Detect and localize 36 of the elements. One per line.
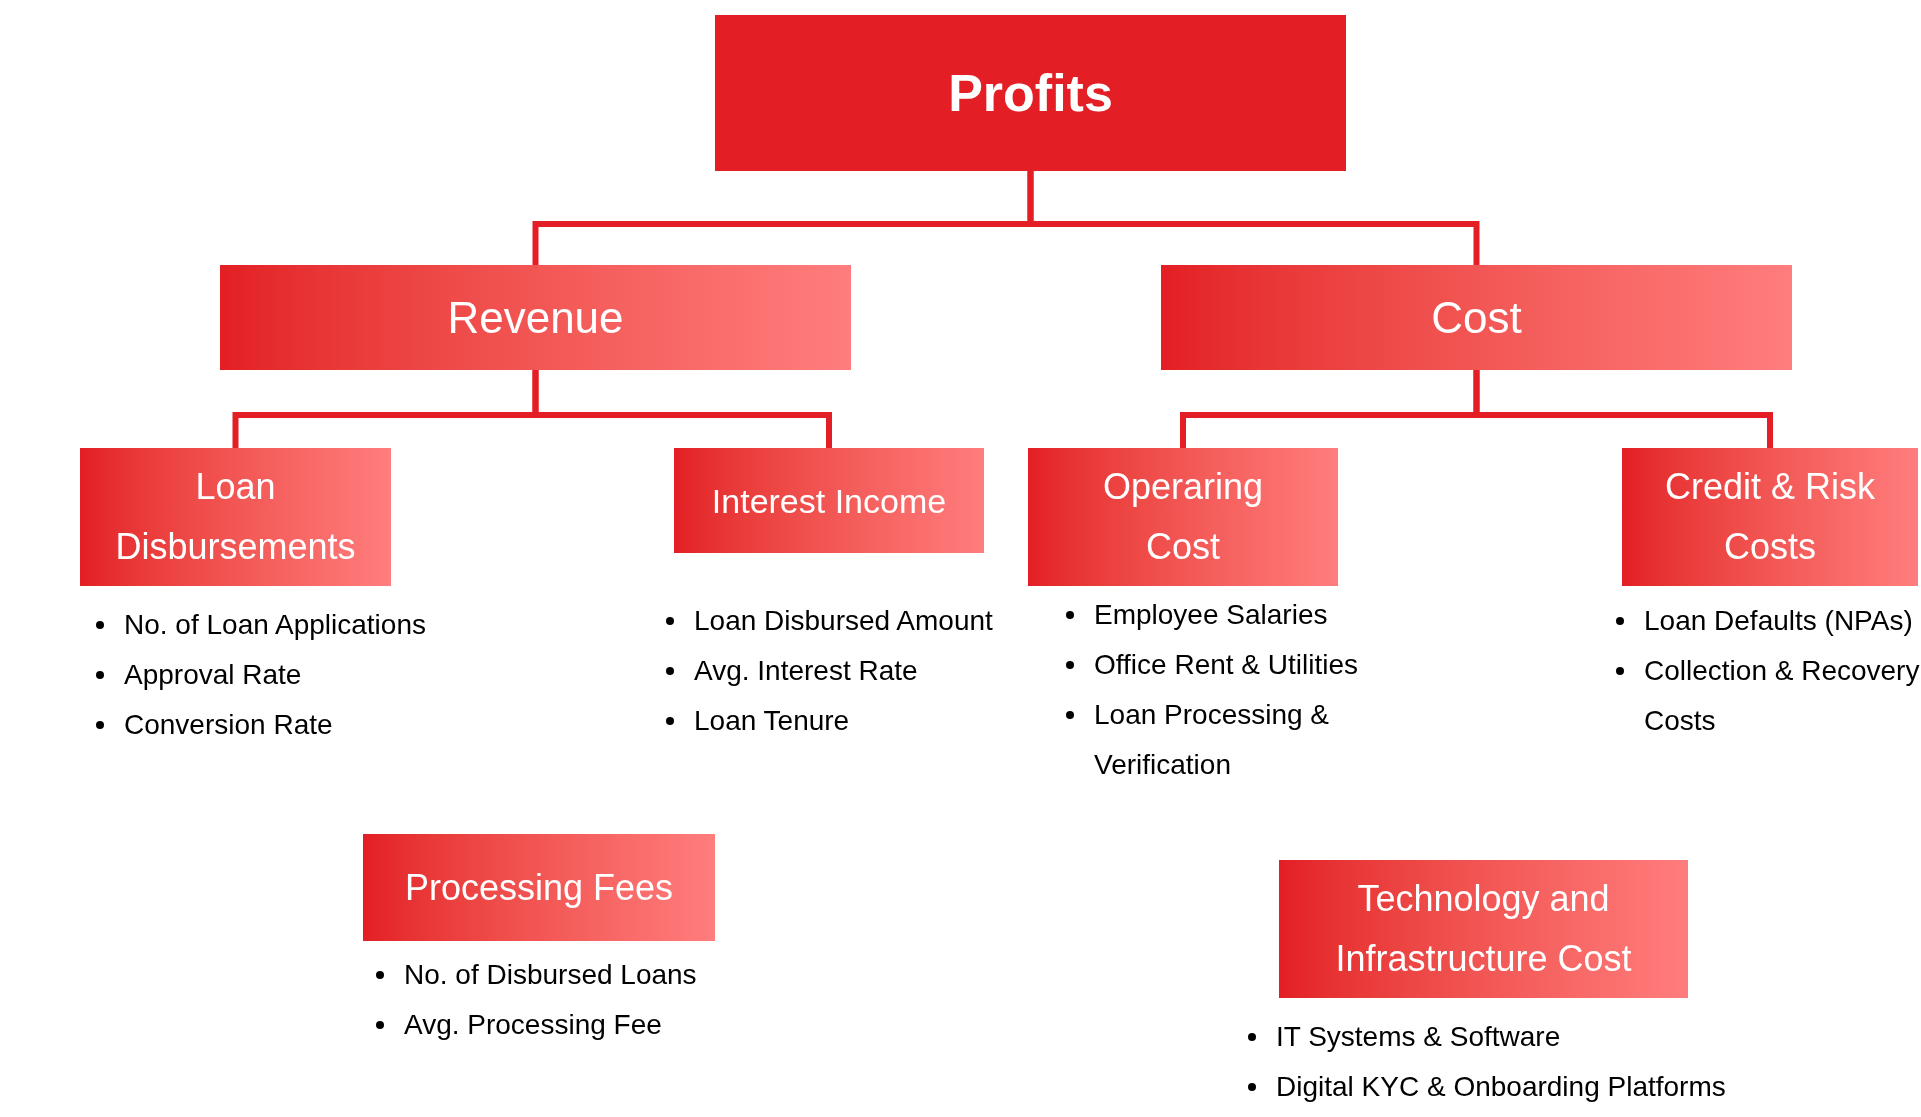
bullet-item: Collection & Recovery Costs: [1644, 654, 1920, 738]
box-title: Loan Disbursements: [114, 465, 357, 569]
category-box: [363, 834, 715, 941]
category-box: [220, 265, 851, 370]
box-title: Processing Fees: [404, 865, 674, 910]
box-title: Credit & Risk Costs: [1663, 465, 1876, 569]
box-title: Interest Income: [711, 480, 947, 522]
bullet-item: Loan Defaults (NPAs): [1644, 604, 1913, 638]
box-title: Technology and Infrastructure Cost: [1334, 877, 1633, 981]
category-box: [1622, 448, 1918, 586]
bullet-item: Loan Tenure: [694, 704, 850, 738]
bullet-item: Digital KYC & Onboarding Platforms: [1276, 1070, 1726, 1104]
box-title: Operaring Cost: [1101, 465, 1265, 569]
bullet-item: Employee Salaries: [1094, 598, 1328, 632]
box-title: Cost: [1431, 291, 1522, 344]
category-box: [1028, 448, 1338, 586]
box-title: Revenue: [447, 291, 624, 344]
bullet-item: Loan Processing & Verification: [1094, 698, 1331, 782]
category-box: [715, 15, 1346, 171]
bullet-item: No. of Loan Applications: [124, 608, 426, 642]
bullet-item: No. of Disbursed Loans: [404, 958, 697, 992]
connector-line: [1027, 171, 1480, 265]
connector-line: [1473, 370, 1773, 448]
bullet-item: IT Systems & Software: [1276, 1020, 1561, 1054]
bullet-item: Approval Rate: [124, 658, 302, 692]
connector-line: [532, 370, 832, 448]
bullet-item: Conversion Rate: [124, 708, 333, 742]
category-box: [1279, 860, 1688, 998]
bullet-item: Avg. Interest Rate: [694, 654, 918, 688]
bullet-item: Office Rent & Utilities: [1094, 648, 1359, 682]
category-box: [1161, 265, 1792, 370]
category-box: [674, 448, 984, 553]
bullet-item: Avg. Processing Fee: [404, 1008, 662, 1042]
category-box: [80, 448, 391, 586]
box-title: Profits: [948, 63, 1113, 124]
bullet-item: Loan Disbursed Amount: [694, 604, 993, 638]
